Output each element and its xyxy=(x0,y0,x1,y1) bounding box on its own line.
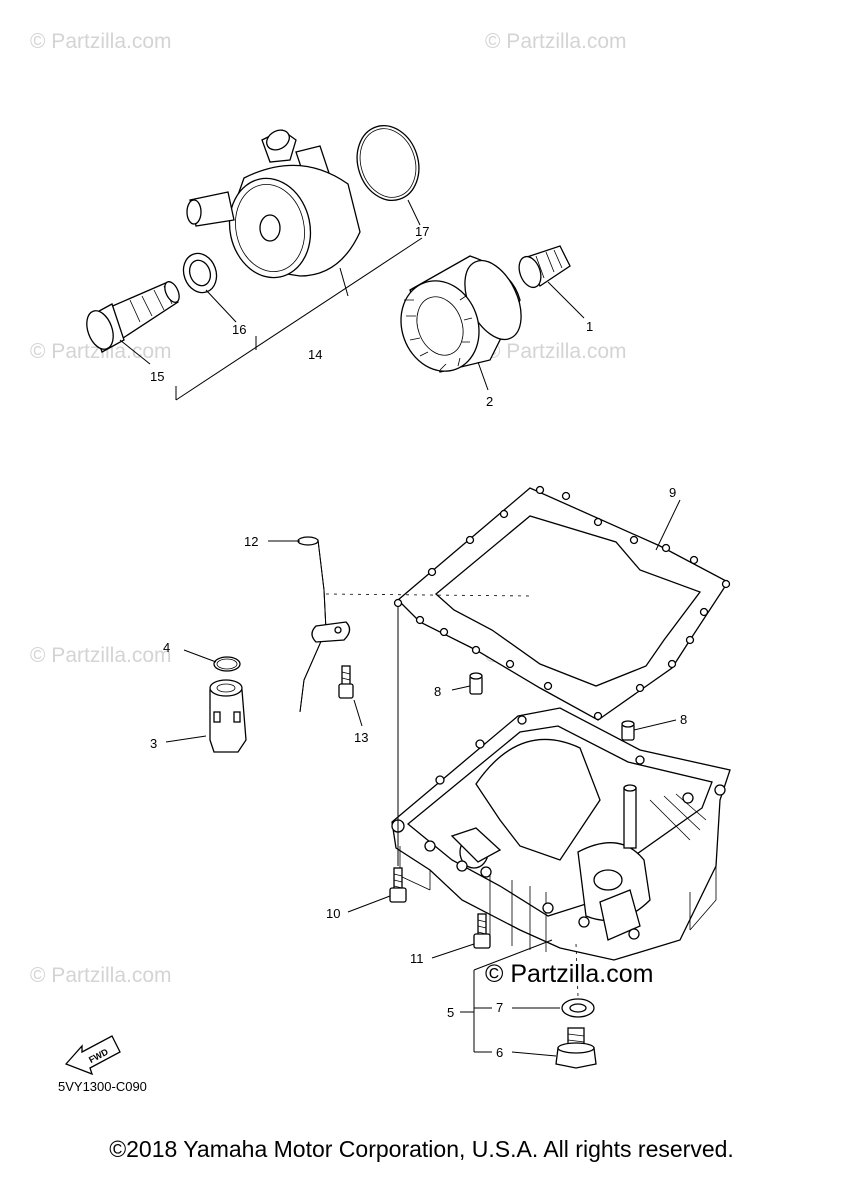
callout-7: 7 xyxy=(496,1000,503,1015)
washer-16-part xyxy=(182,252,218,294)
callout-14: 14 xyxy=(308,347,322,362)
watermark-main: © Partzilla.com xyxy=(485,960,653,988)
oil-filter-part xyxy=(400,255,522,373)
watermark-text: © Partzilla.com xyxy=(30,340,172,363)
callout-8: 8 xyxy=(680,712,687,727)
callout-6: 6 xyxy=(496,1045,503,1060)
callout-labels: 1 2 3 4 5 6 7 8 8 9 10 11 12 13 14 15 16… xyxy=(150,224,687,1060)
copyright-notice: ©2018 Yamaha Motor Corporation, U.S.A. A… xyxy=(109,1136,734,1162)
watermark-text: © Partzilla.com xyxy=(485,30,627,53)
callout-1: 1 xyxy=(586,319,593,334)
callout-5: 5 xyxy=(447,1005,454,1020)
watermark-text: © Partzilla.com xyxy=(30,30,172,53)
union-bolt-15-part xyxy=(86,281,180,353)
oil-cooler-part xyxy=(186,129,361,279)
leader-lines-upper xyxy=(119,199,585,401)
fwd-arrow-icon: FWD xyxy=(64,1035,121,1076)
callout-2: 2 xyxy=(486,394,493,409)
callout-17: 17 xyxy=(415,224,429,239)
callout-16: 16 xyxy=(232,322,246,337)
callout-10: 10 xyxy=(326,906,340,921)
callout-11: 11 xyxy=(410,951,424,966)
callout-8: 8 xyxy=(434,684,441,699)
o-ring-17-part xyxy=(356,125,420,201)
gasket-7-part xyxy=(561,998,595,1018)
watermark-group: © Partzilla.com © Partzilla.com © Partzi… xyxy=(30,30,653,988)
drain-bolt-6-part xyxy=(555,943,597,1069)
oil-pan-gasket-part xyxy=(397,487,729,721)
callout-9: 9 xyxy=(669,485,676,500)
bolt-13-part xyxy=(338,665,354,699)
leader-lines-lower xyxy=(165,499,681,1057)
oil-pan-part xyxy=(391,707,731,961)
bolt-11-part xyxy=(473,913,491,949)
callout-12: 12 xyxy=(244,534,258,549)
bolt-10-part xyxy=(389,867,407,903)
watermark-text: © Partzilla.com xyxy=(485,340,627,363)
watermark-text: © Partzilla.com xyxy=(30,964,172,987)
nipple-1-part xyxy=(518,245,571,289)
diagram-code: 5VY1300-C090 xyxy=(58,1079,147,1094)
oil-pipe-12-part xyxy=(297,536,531,713)
gasket-bolt-holes xyxy=(393,485,731,721)
strainer-3-part xyxy=(209,679,247,753)
callout-13: 13 xyxy=(354,730,368,745)
watermark-text: © Partzilla.com xyxy=(30,644,172,667)
dowel-pin-part xyxy=(469,672,635,741)
callout-3: 3 xyxy=(150,736,157,751)
callout-4: 4 xyxy=(163,640,170,655)
callout-15: 15 xyxy=(150,369,164,384)
